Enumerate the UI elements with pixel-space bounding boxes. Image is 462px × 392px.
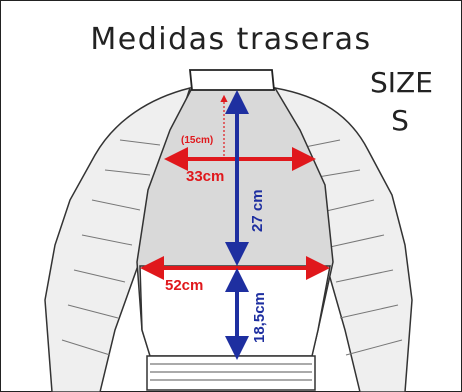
size-value: S (391, 104, 409, 137)
waistband-ribbing (150, 363, 312, 381)
waist-width-label: 52cm (165, 277, 203, 294)
diagram-title: Medidas traseras (90, 22, 372, 57)
collar (189, 69, 275, 91)
waistband (146, 355, 316, 391)
back-length-label: 27 cm (249, 189, 266, 232)
neck-drop-label: (15cm) (181, 135, 213, 146)
right-sleeve-hatching (299, 139, 403, 356)
lower-length-label: 18,5cm (251, 292, 268, 343)
size-label: SIZE (370, 66, 433, 99)
left-sleeve-hatching (61, 139, 161, 356)
left-sleeve (44, 86, 192, 392)
chest-width-label: 33cm (186, 168, 224, 185)
